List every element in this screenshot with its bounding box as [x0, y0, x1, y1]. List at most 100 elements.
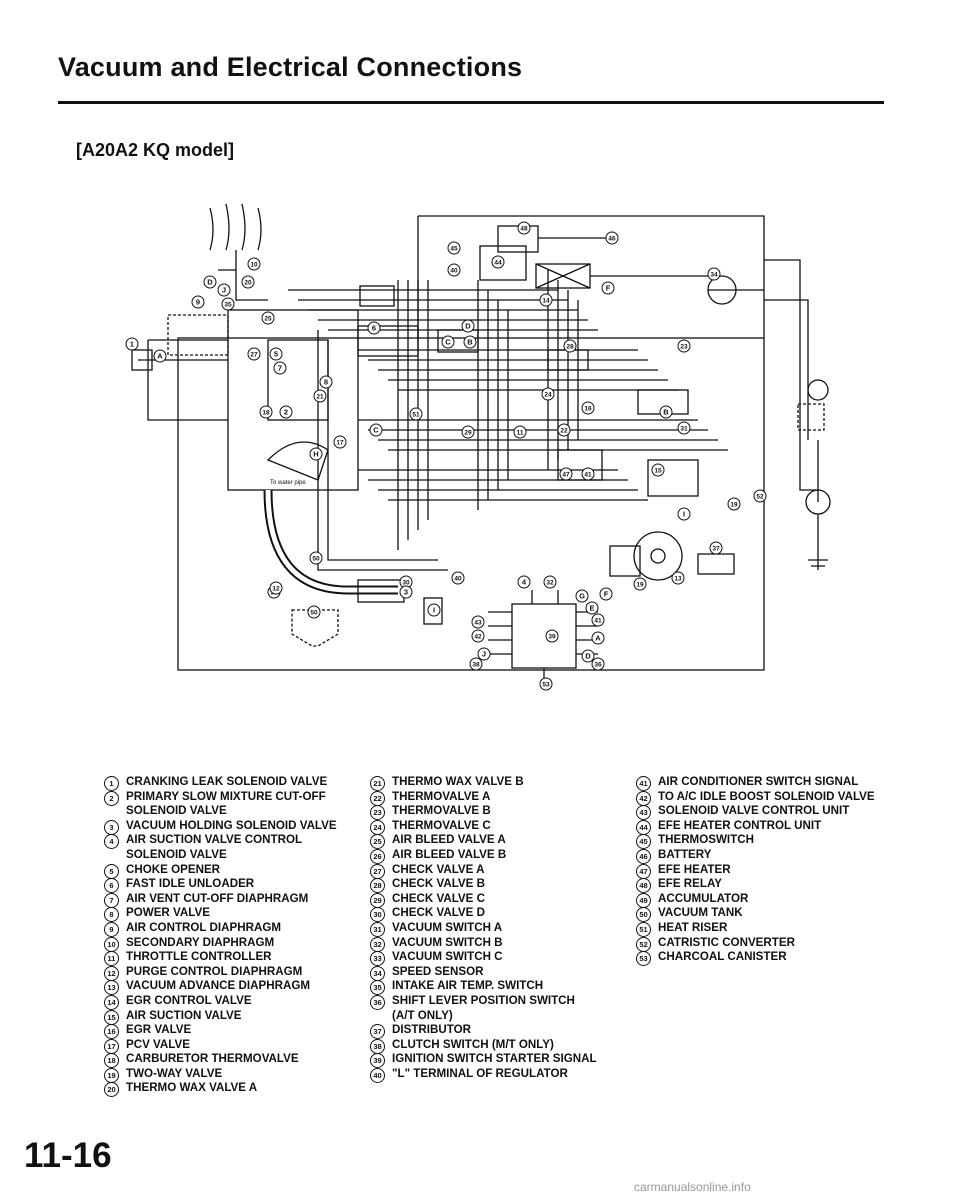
callout-circle [517, 575, 531, 589]
callout-circle [591, 631, 605, 645]
legend-text: AIR SUCTION VALVE [126, 1008, 242, 1022]
legend-text: POWER VALVE [126, 906, 210, 920]
legend-text: EFE RELAY [658, 877, 722, 891]
callout-label: 2 [284, 408, 288, 417]
callout-label: 35 [224, 302, 232, 309]
legend-number: 19 [104, 1067, 119, 1083]
callout-circle [677, 421, 691, 435]
legend-number: 42 [636, 790, 651, 806]
callout-label: 48 [520, 226, 528, 233]
callout-circle [753, 489, 767, 503]
callout-circle [581, 649, 595, 663]
legend-text: EFE HEATER [658, 862, 731, 876]
legend-text: AIR CONDITIONER SWITCH SIGNAL [658, 775, 859, 788]
callout-circle [369, 423, 383, 437]
callout-label: 13 [674, 576, 682, 583]
charcoal-canister [291, 609, 339, 647]
callout-label: 22 [560, 428, 568, 435]
callout-label: A [595, 634, 601, 643]
callout-label: 28 [566, 344, 574, 351]
water-pipe [263, 489, 398, 595]
legend-text: EGR CONTROL VALVE [126, 993, 252, 1007]
callout-label: 12 [272, 586, 280, 593]
callout-label: G [579, 592, 585, 601]
callout-label: C [445, 338, 451, 347]
callout-label: 43 [474, 620, 482, 627]
callout-label: 8 [324, 378, 328, 387]
callout-label: 20 [244, 280, 252, 287]
callout-circle [517, 221, 531, 235]
callout-circle [581, 401, 595, 415]
legend-text: IGNITION SWITCH STARTER SIGNAL [392, 1052, 597, 1066]
callout-circle [269, 347, 283, 361]
legend-number: 7 [104, 892, 119, 908]
callout-circle [677, 339, 691, 353]
callout-label: J [222, 286, 226, 295]
callout-circle [269, 581, 283, 595]
callout-circle [427, 603, 441, 617]
callout-label: D [465, 322, 471, 331]
legend-text: VACUUM SWITCH B [392, 935, 503, 949]
callout-label: 4 [522, 578, 527, 587]
legend-text: CLUTCH SWITCH (M/T ONLY) [392, 1037, 554, 1051]
callout-circle [563, 339, 577, 353]
callout-circle [447, 263, 461, 277]
legend-text: TWO-WAY VALVE [126, 1066, 223, 1080]
callout-label: 40 [450, 268, 458, 275]
callout-circle [659, 405, 673, 419]
legend-text: EGR VALVE [126, 1023, 192, 1037]
callout-circle [471, 615, 485, 629]
callout-label: E [589, 604, 594, 613]
legend-text: VACUUM SWITCH C [392, 950, 503, 964]
callout-circle [241, 275, 255, 289]
legend-text: THERMO WAX VALVE A [126, 1081, 258, 1095]
legend-number: 12 [104, 965, 119, 981]
legend-number: 40 [370, 1067, 385, 1083]
callout-circle [333, 435, 347, 449]
callout-circle [279, 405, 293, 419]
legend-text: SECONDARY DIAPHRAGM [126, 935, 275, 949]
legend-number: 1 [104, 776, 119, 791]
legend-text: AIR BLEED VALVE B [392, 847, 507, 861]
legend-text: CHOKE OPENER [126, 862, 221, 876]
legend-text: TO A/C IDLE BOOST SOLENOID VALVE [658, 789, 875, 803]
legend-text: THERMO WAX VALVE B [392, 775, 524, 788]
legend-number: 47 [636, 863, 651, 879]
legend-text: PRIMARY SLOW MIXTURE CUT-OFF SOLENOID VA… [126, 789, 326, 818]
legend-item: 22 THERMOVALVE A [370, 789, 626, 806]
legend-text: "L" TERMINAL OF REGULATOR [392, 1066, 568, 1080]
legend-number: 22 [370, 790, 385, 806]
legend-text: BATTERY [658, 847, 712, 861]
legend-text: THERMOVALVE A [392, 789, 491, 803]
legend-text: SHIFT LEVER POSITION SWITCH (A/T ONLY) [392, 993, 575, 1022]
callout-circle [307, 605, 321, 619]
callout-circle [451, 571, 465, 585]
legend-number: 30 [370, 907, 385, 923]
legend-number: 49 [636, 892, 651, 908]
callout-label: 9 [196, 298, 200, 307]
callout-label: 38 [472, 662, 480, 669]
callout-circle [575, 589, 589, 603]
callout-label: 30 [402, 580, 410, 587]
title-rule [58, 101, 884, 104]
legend-number: 13 [104, 980, 119, 996]
callout-label: D [585, 652, 591, 661]
